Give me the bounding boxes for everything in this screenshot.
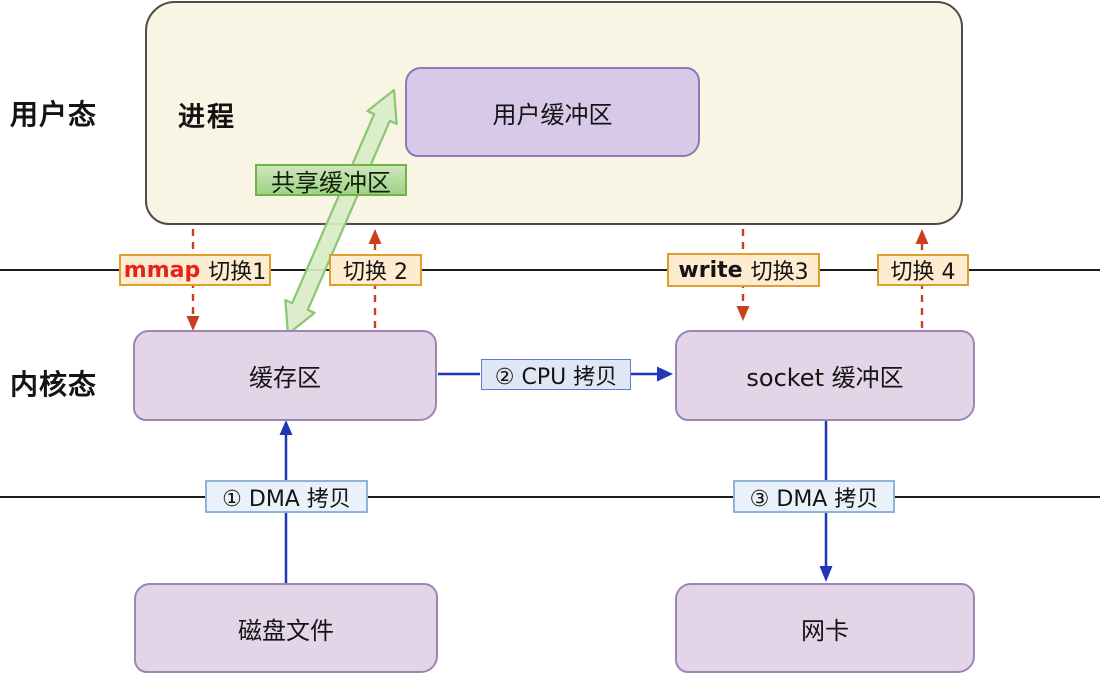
disk-file-label: 磁盘文件 [238, 616, 334, 645]
cpu-copy-2-tag: ② CPU 拷贝 [481, 359, 631, 390]
socket-buffer-box: socket 缓冲区 [675, 330, 975, 421]
switch1-tag: mmap 切换1 [119, 254, 271, 286]
nic-box: 网卡 [675, 583, 975, 673]
user-mode-label: 用户态 [10, 98, 98, 131]
write-keyword: write [678, 257, 743, 283]
user-kernel-boundary-line [0, 269, 1100, 272]
user-buffer-box: 用户缓冲区 [405, 67, 700, 157]
switch3-tag: write 切换3 [667, 253, 820, 287]
switch2-tag: 切换 2 [329, 254, 422, 286]
kernel-hardware-boundary-line [0, 496, 1100, 499]
dma-copy-3-tag: ③ DMA 拷贝 [733, 480, 895, 513]
dma-copy-1-tag: ① DMA 拷贝 [205, 480, 368, 513]
shared-buffer-tag: 共享缓冲区 [255, 164, 407, 197]
user-buffer-label: 用户缓冲区 [492, 100, 613, 129]
kernel-buffer-label: 缓存区 [249, 364, 321, 392]
disk-file-box: 磁盘文件 [134, 583, 438, 673]
kernel-buffer-box: 缓存区 [133, 330, 437, 421]
kernel-mode-label: 内核态 [10, 368, 98, 401]
switch3-label: 切换3 [750, 260, 809, 285]
switch2-label: 切换 2 [343, 260, 408, 285]
switch4-tag: 切换 4 [877, 254, 969, 286]
nic-label: 网卡 [801, 616, 849, 645]
mmap-keyword: mmap [123, 257, 201, 283]
socket-buffer-label: socket 缓冲区 [746, 364, 904, 392]
switch4-label: 切换 4 [890, 260, 956, 285]
process-box-label: 进程 [178, 102, 236, 133]
switch1-label: 切换1 [208, 260, 267, 285]
shared-buffer-tag-label: 共享缓冲区 [271, 168, 391, 197]
